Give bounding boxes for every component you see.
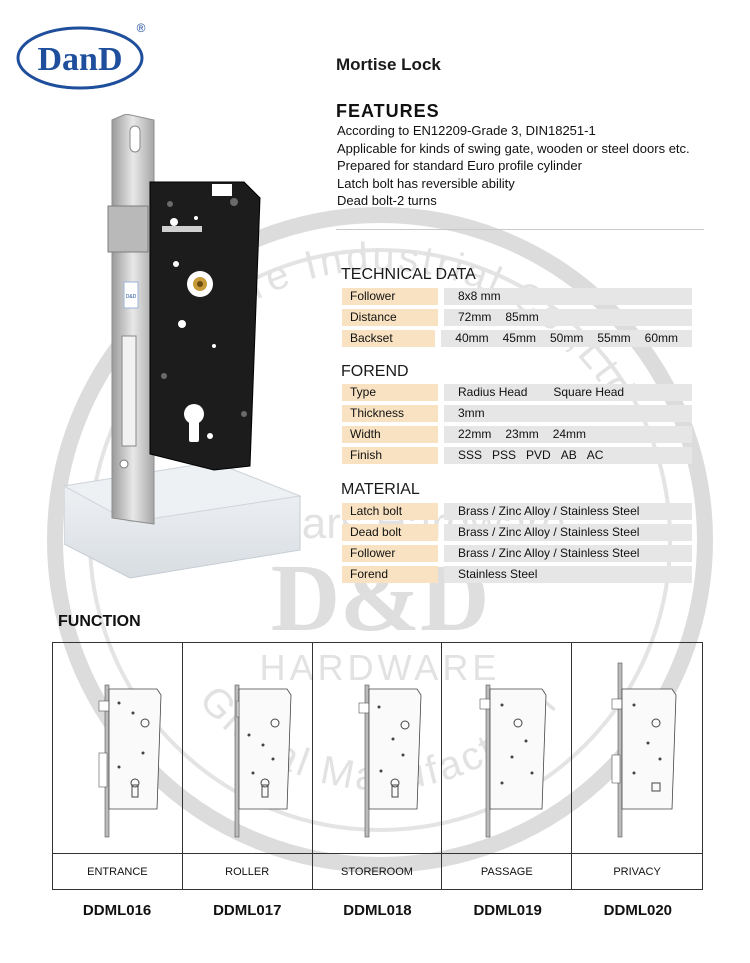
feature-item: Prepared for standard Euro profile cylin… <box>337 158 582 173</box>
function-name: STOREROOM <box>312 853 442 889</box>
function-cell: STOREROOM <box>312 643 443 889</box>
mortise-lock-photo: D&D <box>64 114 302 579</box>
spec-label: Follower <box>342 288 438 305</box>
feature-item: Dead bolt-2 turns <box>337 193 437 208</box>
lock-drawing-icon <box>358 684 421 838</box>
lock-drawing-icon <box>480 684 547 838</box>
spec-row: Follower 8x8 mm <box>342 288 692 305</box>
spec-label: Backset <box>342 330 436 347</box>
feature-item: Latch bolt has reversible ability <box>337 175 515 191</box>
feature-item: Applicable for kinds of swing gate, wood… <box>337 140 690 156</box>
function-name: PRIVACY <box>572 853 702 889</box>
function-cell: PASSAGE <box>442 643 573 889</box>
spec-label: Dead bolt <box>342 524 438 541</box>
spec-row: Follower Brass / Zinc Alloy / Stainless … <box>342 545 692 562</box>
function-name: PASSAGE <box>442 853 572 889</box>
function-cell: ENTRANCE <box>53 643 183 889</box>
spec-value: 8x8 mm <box>444 288 692 305</box>
spec-row: Forend Stainless Steel <box>342 566 692 583</box>
spec-value: Brass / Zinc Alloy / Stainless Steel <box>444 545 692 562</box>
lock-drawing-icon <box>98 684 162 838</box>
model-code: DDML020 <box>603 902 673 919</box>
function-grid: ENTRANCE ROLLER STOREROOM <box>52 642 703 890</box>
product-title: Mortise Lock <box>336 55 441 74</box>
spec-label: Width <box>342 426 438 443</box>
spec-value: Brass / Zinc Alloy / Stainless Steel <box>444 524 692 541</box>
spec-label: Latch bolt <box>342 503 438 520</box>
spec-row: Latch bolt Brass / Zinc Alloy / Stainles… <box>342 503 692 520</box>
function-codes: DDML016 DDML017 DDML018 DDML019 DDML020 <box>52 902 703 919</box>
photo-badge-text: D&D <box>126 294 137 300</box>
function-name: ENTRANCE <box>53 853 182 889</box>
spec-label: Type <box>342 384 438 401</box>
spec-value: 3mm <box>444 405 692 422</box>
brand-logo: DanD ® <box>16 20 148 90</box>
model-code: DDML019 <box>473 902 542 919</box>
logo-text: DanD <box>37 41 122 78</box>
model-code: DDML016 <box>82 902 152 919</box>
function-heading: FUNCTION <box>58 613 141 630</box>
spec-row: Thickness 3mm <box>342 405 692 422</box>
spec-row: Dead bolt Brass / Zinc Alloy / Stainless… <box>342 524 692 541</box>
spec-label: Thickness <box>342 405 438 422</box>
function-name: ROLLER <box>182 853 312 889</box>
spec-value: Stainless Steel <box>444 566 692 583</box>
model-code: DDML017 <box>213 902 282 919</box>
material-table: Latch bolt Brass / Zinc Alloy / Stainles… <box>342 503 692 583</box>
lock-drawing-icon <box>611 662 677 838</box>
spec-label: Follower <box>342 545 438 562</box>
spec-label: Distance <box>342 309 438 326</box>
function-cell: PRIVACY <box>572 643 702 889</box>
function-cell: ROLLER <box>182 643 313 889</box>
spec-label: Finish <box>342 447 438 464</box>
divider <box>336 229 704 230</box>
technical-data-heading: TECHNICAL DATA <box>341 266 476 283</box>
feature-item: According to EN12209-Grade 3, DIN18251-1 <box>337 123 596 138</box>
spec-value: Brass / Zinc Alloy / Stainless Steel <box>444 503 692 520</box>
registered-mark: ® <box>137 21 146 35</box>
forend-heading: FOREND <box>341 363 409 380</box>
lock-drawing-icon <box>234 684 292 838</box>
features-list: According to EN12209-Grade 3, DIN18251-1… <box>337 122 690 210</box>
spec-label: Forend <box>342 566 438 583</box>
model-code: DDML018 <box>343 902 412 919</box>
material-heading: MATERIAL <box>341 481 420 498</box>
features-heading: FEATURES <box>336 101 440 121</box>
